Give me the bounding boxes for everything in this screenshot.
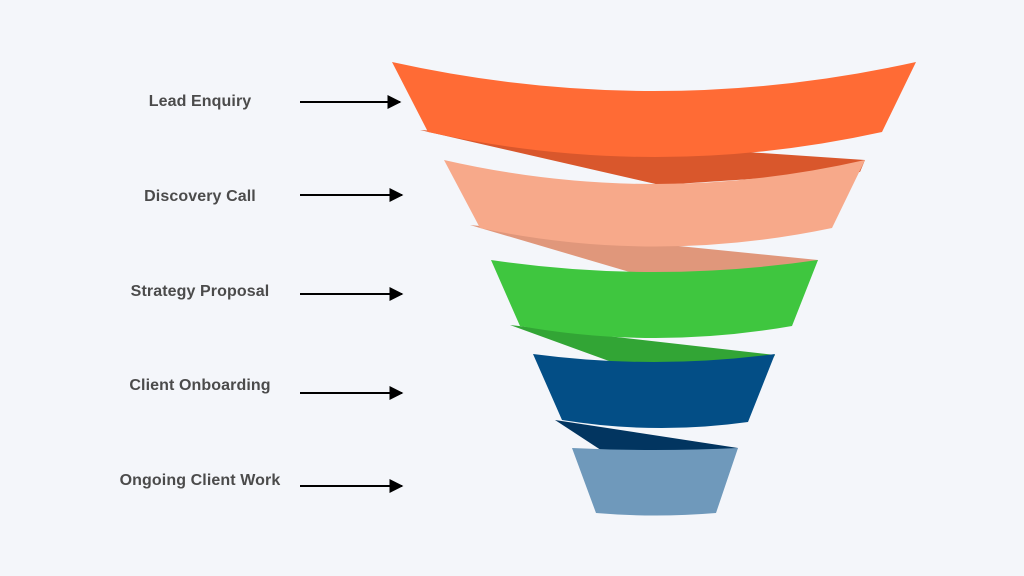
stage-label-discovery-call: Discovery Call: [144, 188, 256, 205]
funnel-band-discovery-call: [444, 160, 865, 247]
stage-label-strategy-proposal: Strategy Proposal: [130, 283, 270, 300]
stage-label-client-onboarding: Client Onboarding: [129, 377, 271, 394]
funnel-band-client-onboarding: [533, 354, 775, 429]
stage-label-lead-enquiry: Lead Enquiry: [148, 93, 252, 110]
funnel-band-strategy-proposal: [491, 260, 818, 338]
funnel-band-lead-enquiry: [392, 62, 916, 157]
funnel-fold-shadow-4: [555, 420, 738, 458]
funnel-band-ongoing-client-work: [572, 448, 738, 516]
funnel-fold-shadow-3: [510, 325, 775, 366]
stage-label-ongoing-client-work: Ongoing Client Work: [119, 472, 281, 489]
